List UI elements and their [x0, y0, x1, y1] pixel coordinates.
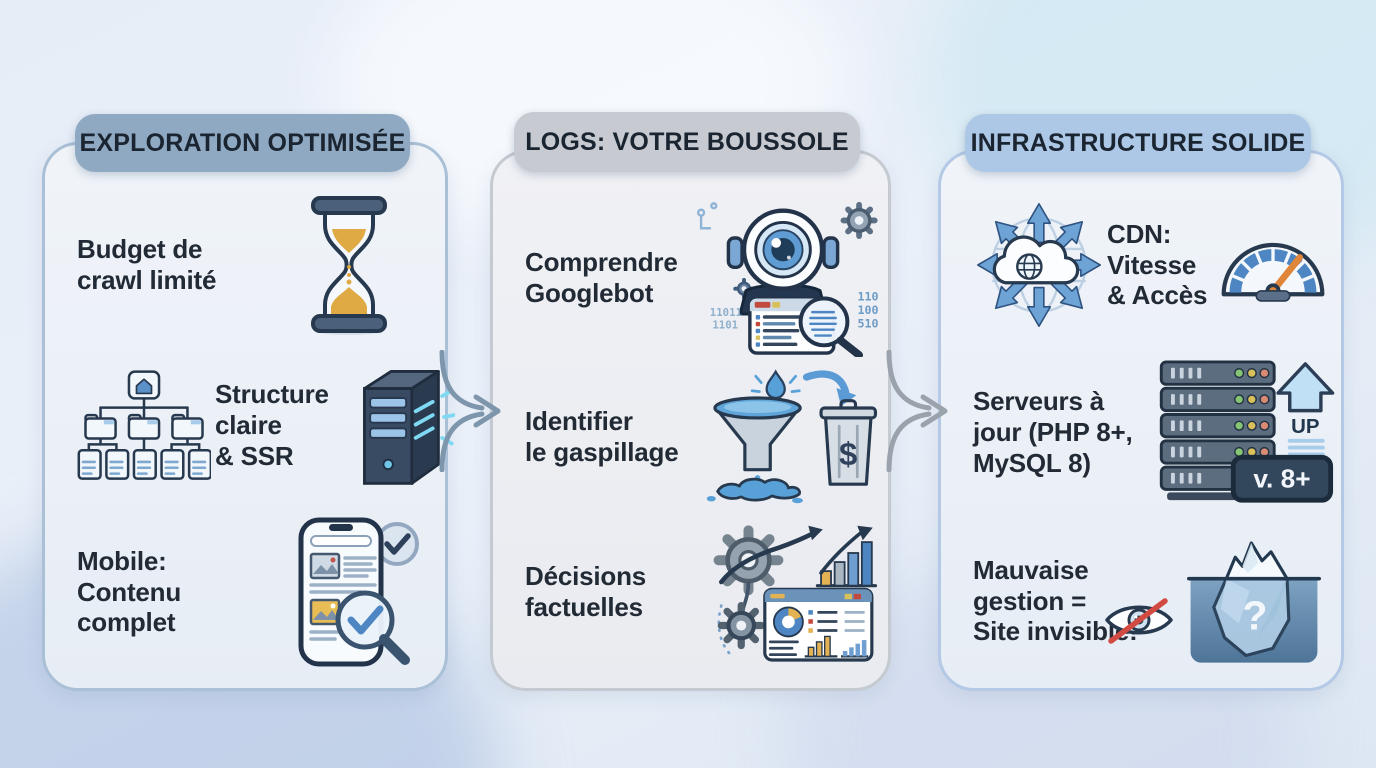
gear-icon	[840, 201, 878, 239]
curved-arrow-icon	[802, 369, 850, 395]
mobile-content-label: Mobile: Contenu complet	[77, 545, 182, 638]
gears-analytics-icon	[713, 525, 878, 662]
row-mobile-content: Mobile: Contenu complet	[77, 516, 429, 668]
panel-exploration: Budget de crawl limité	[42, 142, 455, 691]
small-gear-icon	[717, 601, 765, 650]
up-arrow-icon	[1276, 361, 1335, 412]
googlebot-label: Comprendre Googlebot	[525, 247, 678, 308]
crawl-budget-label: Budget de crawl limité	[77, 234, 217, 295]
row-crawl-budget: Budget de crawl limité	[77, 195, 429, 335]
binary-text: 100	[857, 303, 878, 317]
panel-logs: Comprendre Googlebot	[490, 150, 891, 691]
version-badge	[1230, 454, 1334, 503]
cdn-label: CDN: Vitesse & Accès	[1107, 218, 1208, 311]
invisible-label-wrap: Mauvaise gestion = Site invisible!	[973, 555, 1185, 647]
row-decisions: Décisions factuelles	[525, 516, 878, 668]
up-label: UP	[1291, 415, 1319, 438]
dollar-label: $	[839, 435, 857, 472]
server-tower-icon	[363, 369, 455, 485]
globe-icon	[1016, 253, 1043, 280]
eye-slash-icon	[1105, 598, 1173, 644]
decisions-label: Décisions factuelles	[525, 561, 647, 622]
row-waste: Identifier le gaspillage	[525, 368, 878, 506]
binary-text: 1101	[712, 319, 738, 332]
row-cdn: CDN: Vitesse & Accès	[973, 199, 1325, 331]
googlebot-robot-icon: 110 100 510 11011 1101	[696, 201, 879, 357]
panel-logs-title: LOGS: VOTRE BOUSSOLE	[514, 112, 860, 172]
panel-infrastructure-title: INFRASTRUCTURE SOLIDE	[965, 114, 1311, 172]
waste-label: Identifier le gaspillage	[525, 405, 679, 467]
version-label: v. 8+	[1253, 463, 1310, 493]
row-structure-ssr: Structure claire & SSR	[77, 362, 455, 490]
server-rack-up-icon: UP v. 8+	[1159, 359, 1335, 503]
binary-text: 510	[857, 317, 878, 331]
row-googlebot: Comprendre Googlebot	[525, 199, 879, 357]
servers-label: Serveurs à jour (PHP 8+, MySQL 8)	[973, 386, 1133, 478]
binary-text: 110	[857, 289, 878, 303]
question-label: ?	[1242, 593, 1267, 639]
funnel-trash-icon: $	[706, 368, 878, 503]
speedometer-icon	[1221, 242, 1325, 302]
hourglass-icon	[311, 196, 387, 335]
panel-infrastructure: CDN: Vitesse & Accès Serveurs	[938, 150, 1344, 691]
water-drop-icon	[765, 368, 786, 399]
mobile-audit-icon	[298, 517, 419, 667]
cdn-globe-arrows-icon	[977, 203, 1101, 327]
flow-arrow-icon	[439, 350, 501, 472]
row-servers: Serveurs à jour (PHP 8+, MySQL 8)	[973, 359, 1335, 506]
panel-exploration-title: EXPLORATION OPTIMISÉE	[75, 114, 410, 172]
sitemap-icon	[77, 369, 211, 480]
iceberg-question-icon: ?	[1187, 541, 1321, 663]
structure-ssr-label: Structure claire & SSR	[215, 379, 329, 471]
puddle-icon	[716, 477, 801, 502]
binary-text: 11011	[710, 306, 742, 319]
row-invisible: Mauvaise gestion = Site invisible!	[973, 534, 1325, 668]
flow-arrow-icon	[886, 350, 948, 472]
